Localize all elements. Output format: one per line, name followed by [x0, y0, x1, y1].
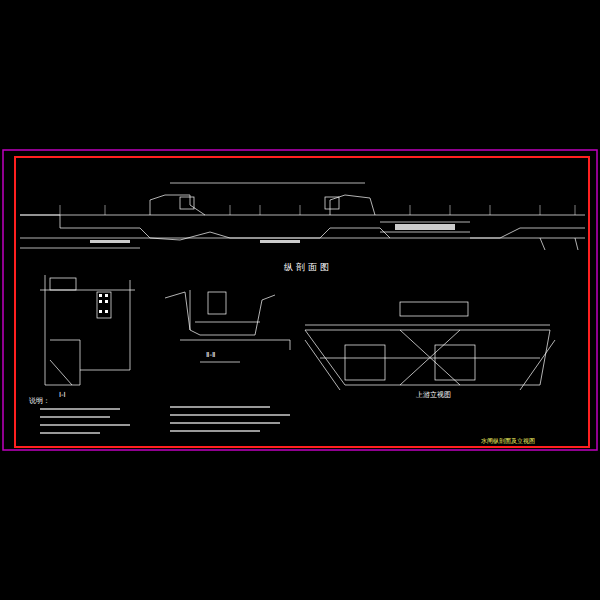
drawing-title: 纵 剖 面 图: [283, 263, 330, 273]
view-label: 上游立视图: [415, 392, 452, 400]
notes-heading: 说明：: [28, 398, 51, 406]
section-label: Ⅰ-Ⅰ: [58, 392, 67, 400]
section-label: Ⅱ-Ⅱ: [205, 352, 216, 360]
title-block-text: 水闸纵剖面及立视图: [480, 438, 536, 445]
